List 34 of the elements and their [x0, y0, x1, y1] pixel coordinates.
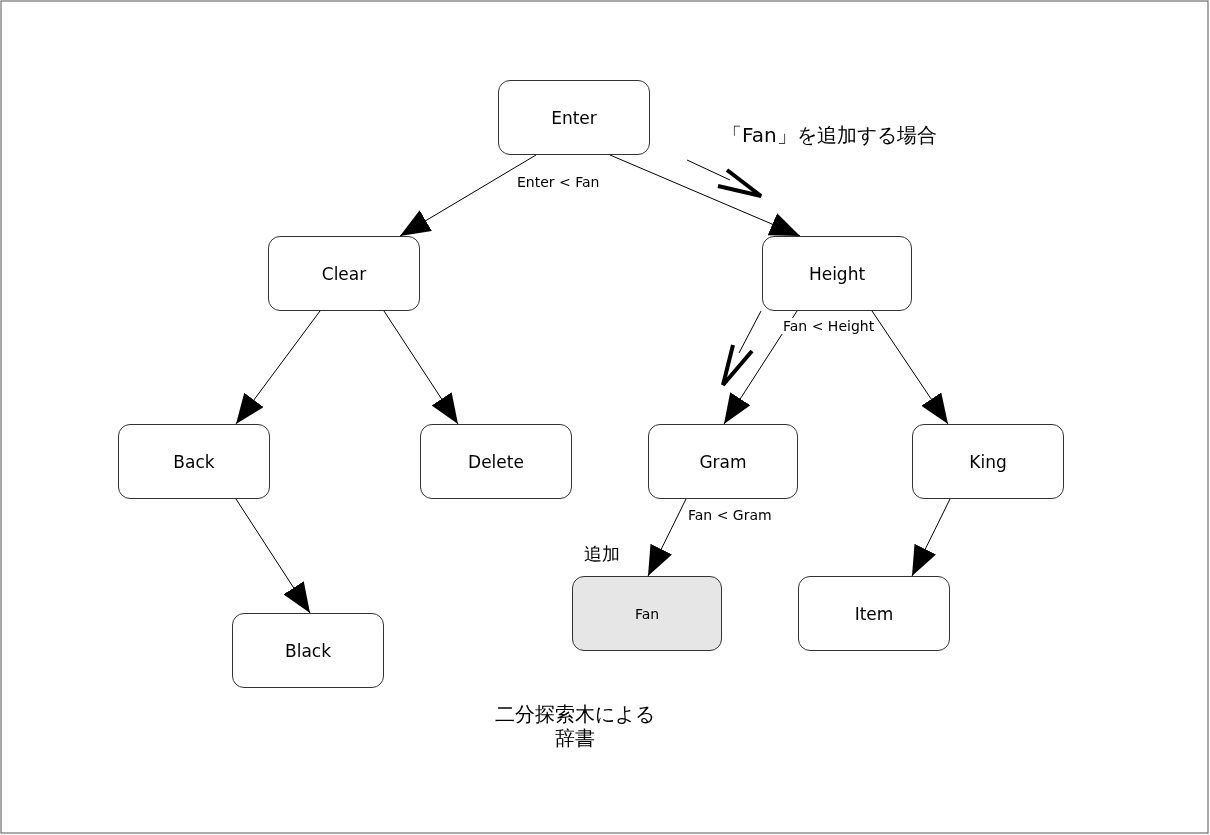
rounded-box [420, 424, 572, 499]
edge-label: Fan < Gram [687, 507, 773, 523]
arrow [609, 154, 801, 237]
rounded-box [572, 576, 722, 651]
annotation-text: 追加 [584, 542, 620, 566]
rounded-box [912, 424, 1064, 499]
node-label: King [969, 451, 1007, 472]
rounded-box [762, 236, 912, 311]
node-label: Height [808, 263, 866, 284]
node-label: Item [854, 603, 894, 624]
node-label: Clear [321, 263, 367, 284]
node-label: Delete [468, 451, 524, 472]
edge-label: Fan < Height [782, 318, 876, 334]
node-label: Back [173, 451, 215, 472]
node-label: Black [285, 640, 331, 661]
rounded-box [268, 236, 420, 311]
arrow [235, 498, 311, 614]
node-label: Enter [551, 107, 597, 128]
arrow [647, 498, 687, 577]
caption: 二分探索木による辞書 [494, 702, 656, 750]
rounded-box [798, 576, 950, 651]
arrow [399, 154, 537, 237]
arrow [911, 498, 951, 577]
node-label: Gram [699, 451, 747, 472]
arrow [383, 310, 459, 425]
rounded-box [498, 80, 650, 155]
rounded-box [232, 613, 384, 688]
rounded-box [118, 424, 270, 499]
node-label: Fan [634, 605, 660, 622]
arrow [235, 310, 321, 425]
arrow [871, 310, 949, 425]
rounded-box [648, 424, 798, 499]
edge-label: Enter < Fan [516, 174, 601, 190]
annotation-text: 「Fan」を追加する場合 [722, 122, 937, 149]
